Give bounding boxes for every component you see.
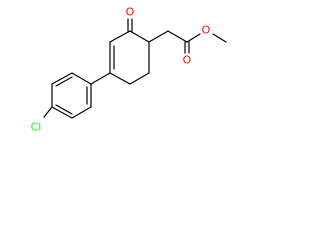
bond-c2-ch2 [148,30,169,43]
bond-ch2-cester [167,30,188,43]
bond-layer [43,18,227,119]
bond-c5-aryl [90,72,111,85]
structure-diagram: O O O Cl [0,0,255,146]
molecule-structure: O O O Cl [31,6,227,134]
bond-oether-me [212,33,227,43]
bond-c4-c5 [109,72,131,85]
bond-c1-c2 [129,30,150,43]
chlorine-label: Cl [31,121,42,134]
atom-label-layer: O O O Cl [31,6,211,134]
bond-c6-c1 [109,30,131,43]
bond-ar4-ar5 [51,106,73,119]
oxygen-ketone-label: O [126,6,135,19]
bond-ar4-cl [43,106,53,118]
bond-cester-oether [186,33,201,43]
bond-ar5-ar6 [71,106,92,119]
bond-ar2-ar3 [51,72,73,85]
bond-ar1-ar2 [71,72,92,85]
oxygen-ester-carbonyl-label: O [183,54,192,67]
oxygen-ester-ether-label: O [202,24,211,37]
bond-c3-c4 [129,72,150,85]
bond-ar-inner-1 [55,76,73,87]
bond-ar-inner-2 [55,104,73,115]
